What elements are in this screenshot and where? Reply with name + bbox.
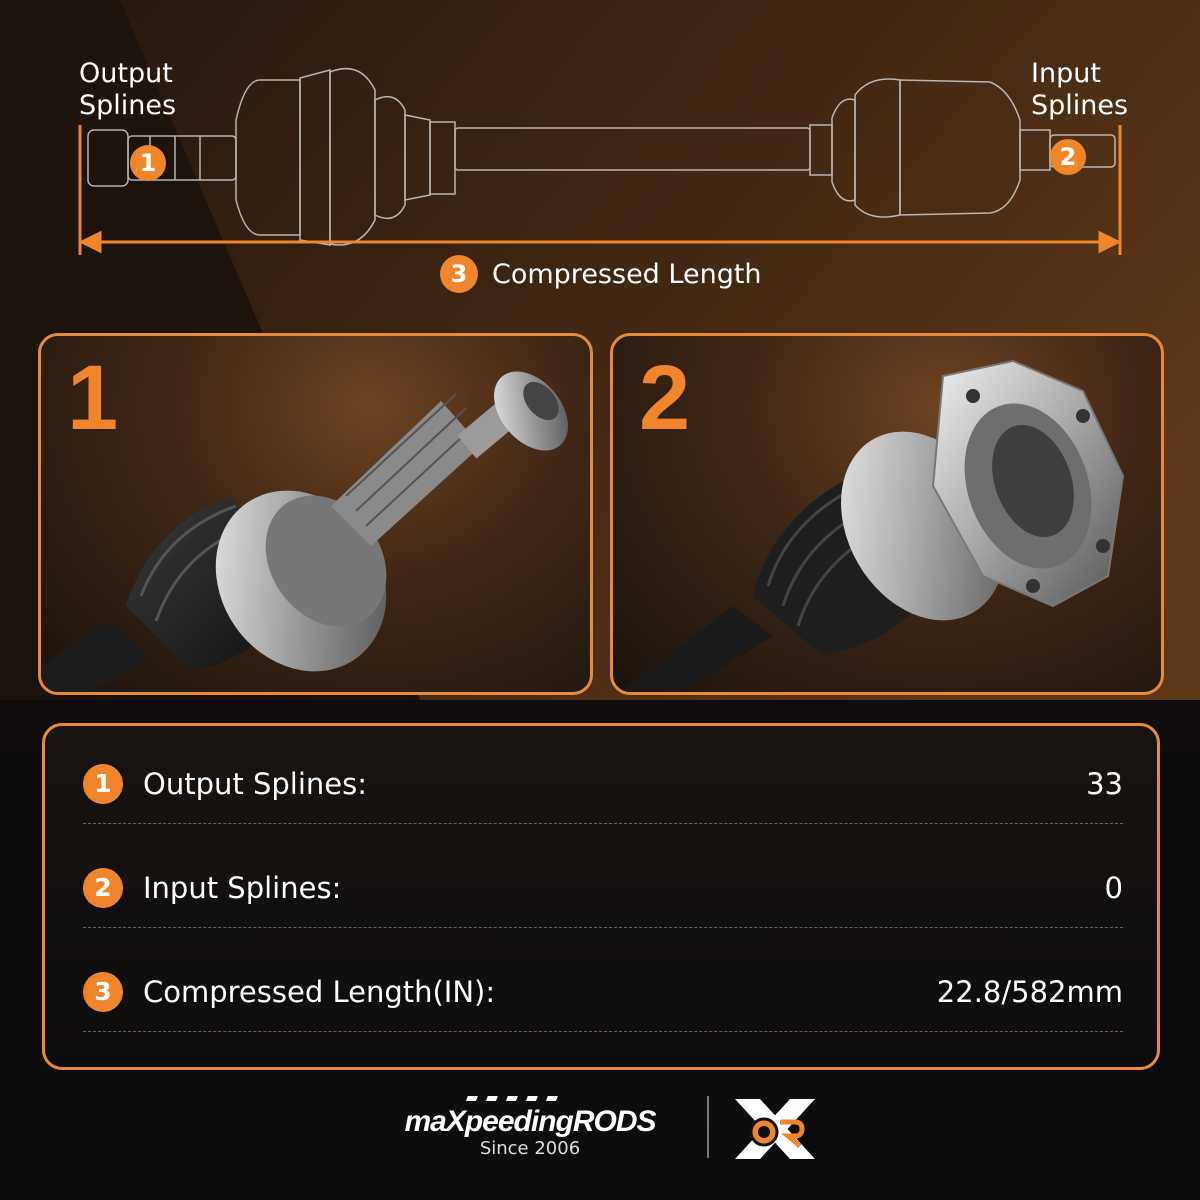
spec-row-input-splines: 2 Input Splines: 0 xyxy=(83,848,1123,928)
spec-row-output-splines: 1 Output Splines: 33 xyxy=(83,744,1123,824)
panel-number-2: 2 xyxy=(639,347,691,449)
spec-value-output-splines: 33 xyxy=(1086,766,1123,801)
output-label-line1: Output xyxy=(79,58,173,89)
checkered-flag-icon xyxy=(465,1096,558,1101)
spec-label-output-splines: Output Splines: xyxy=(143,766,367,801)
compressed-length-text: Compressed Length xyxy=(492,258,762,290)
diagram-marker-3: 3 xyxy=(440,255,478,293)
output-end-closeup-panel: 1 xyxy=(38,333,593,695)
axle-outline-diagram xyxy=(78,67,1122,255)
input-end-closeup-panel: 2 xyxy=(610,333,1164,695)
input-splines-diagram-label: Input Splines xyxy=(1031,58,1128,122)
output-splines-diagram-label: Output Splines xyxy=(79,58,176,122)
spec-index-3: 3 xyxy=(83,971,123,1012)
specifications-table: 1 Output Splines: 33 2 Input Splines: 0 … xyxy=(42,723,1160,1070)
or-x-logo-icon xyxy=(735,1099,815,1159)
spec-value-input-splines: 0 xyxy=(1104,870,1123,905)
spec-index-1: 1 xyxy=(83,763,123,804)
spec-label-compressed-length: Compressed Length(IN): xyxy=(143,974,496,1009)
input-label-line1: Input xyxy=(1031,58,1101,89)
footer-branding: maXpeedingRODS Since 2006 xyxy=(0,1090,1200,1170)
input-label-line2: Splines xyxy=(1031,90,1129,121)
spec-label-input-splines: Input Splines: xyxy=(143,870,342,905)
diagram-marker-2: 2 xyxy=(1050,139,1086,175)
panel-number-1: 1 xyxy=(67,347,119,449)
footer-divider xyxy=(707,1096,709,1158)
spec-index-2: 2 xyxy=(83,867,123,908)
compressed-length-diagram-label: 3 Compressed Length xyxy=(440,255,762,293)
output-cv-joint-image xyxy=(41,371,568,692)
input-flange-image xyxy=(620,359,1125,692)
diagram-marker-1: 1 xyxy=(130,145,166,181)
brand-logo: maXpeedingRODS xyxy=(404,1105,656,1138)
spec-row-compressed-length: 3 Compressed Length(IN): 22.8/582mm xyxy=(83,952,1123,1032)
output-label-line2: Splines xyxy=(79,90,177,121)
spec-value-compressed-length: 22.8/582mm xyxy=(936,974,1123,1009)
brand-since: Since 2006 xyxy=(479,1138,581,1159)
